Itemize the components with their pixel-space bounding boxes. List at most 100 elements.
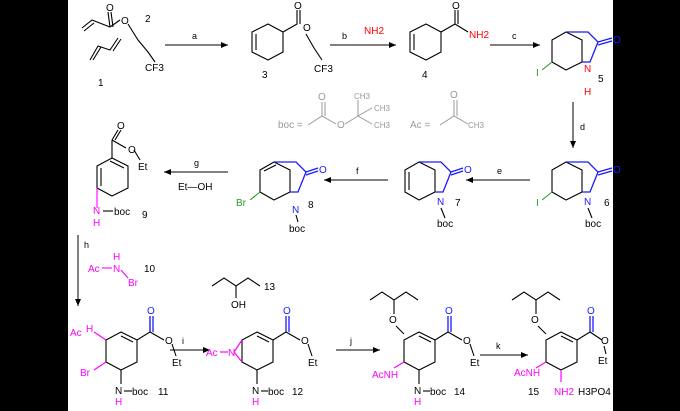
ester-oxygen-11b: O (165, 336, 173, 347)
nh-n-9: N (93, 206, 100, 217)
compound-13-label: 13 (264, 282, 276, 293)
nh-n-11: N (115, 386, 122, 397)
ethyl-15: Et (598, 356, 608, 367)
aziridine-ac-12: Ac (206, 348, 218, 359)
legend-ac-oxygen: O (450, 90, 458, 101)
iodine-6: I (536, 198, 539, 209)
step-j-label: j (349, 336, 352, 346)
reagent-nh2: NH2 (364, 26, 384, 37)
boc-9: boc (114, 207, 130, 218)
compound-15-structure: O O O Et AcNH NH2 15 H3PO4 (511, 291, 611, 398)
iodine-5: I (536, 68, 539, 79)
step-a-label: a (192, 31, 197, 41)
compound-2-label: 2 (145, 14, 151, 25)
step-c-label: c (512, 31, 517, 41)
legend-boc-oxygen2: O (337, 120, 345, 131)
step-k-label: k (496, 341, 501, 351)
ester-oxygen-11: O (147, 306, 155, 317)
compound-8-label: 8 (308, 200, 314, 211)
hydroxyl-13: OH (231, 300, 246, 311)
compound-3-label: 3 (262, 70, 268, 81)
ester-oxygen-3: O (303, 23, 311, 34)
step-e-label: e (497, 166, 502, 176)
step-b-label: b (342, 31, 347, 41)
acnh-11: Ac (70, 328, 82, 339)
reagent-10-h: H (113, 252, 120, 263)
compound-15-label: 15 (528, 387, 540, 398)
ester-oxygen-15: O (587, 306, 595, 317)
amide-nh2-4: NH2 (469, 30, 489, 41)
legend-ac-eq: Ac = (410, 120, 430, 131)
legend-ch3-a: CH3 (354, 92, 371, 101)
ethyl-9: Et (138, 162, 148, 173)
compound-10-label: 10 (144, 264, 156, 275)
reagent-10-n: N (113, 264, 120, 275)
ester-oxygen-2b: O (121, 16, 129, 27)
boc-11: boc (132, 387, 148, 398)
legend-ac-ch3: CH3 (468, 121, 485, 130)
legend-boc-eq: boc = (278, 120, 303, 131)
lactam-h-5: H (584, 87, 591, 98)
ester-oxygen-12b: O (301, 336, 309, 347)
bromine-11: Br (80, 368, 91, 379)
cf3-group-3: CF3 (314, 64, 333, 75)
compound-5-label: 5 (598, 74, 604, 85)
nh-n-12: N (252, 386, 259, 397)
lactam-n-6: N (584, 197, 591, 208)
reagent-10-br: Br (128, 278, 139, 289)
ester-oxygen-9b: O (128, 145, 136, 156)
cf3-group-2: CF3 (145, 63, 164, 74)
ester-oxygen-12: O (283, 306, 291, 317)
ester-oxygen-14: O (445, 306, 453, 317)
compound-3-structure: O O CF3 3 (251, 1, 333, 81)
compound-4-structure: O NH2 4 (409, 1, 489, 81)
boc-8: boc (289, 224, 305, 235)
boc-12: boc (268, 387, 284, 398)
compound-1-structure: 1 (89, 37, 122, 89)
compound-4-label: 4 (422, 70, 428, 81)
nh-h-14: H (414, 397, 421, 408)
lactam-oxygen-8: O (319, 165, 327, 176)
acnh-14: AcNH (372, 370, 398, 381)
ethyl-12: Et (308, 358, 318, 369)
amide-oxygen-4: O (452, 1, 460, 12)
compound-2-structure: O O CF3 2 (81, 3, 164, 74)
legend-boc-ac: boc = O O CH3 CH3 CH3 Ac = O CH3 (278, 90, 485, 131)
compound-13-structure: OH 13 (211, 277, 276, 311)
compound-9-structure: O O Et N H boc 9 (93, 121, 148, 229)
ethyl-14: Et (470, 358, 480, 369)
ether-oxygen-15: O (531, 315, 539, 326)
compound-1-label: 1 (98, 78, 104, 89)
phosphate-salt-15: H3PO4 (578, 387, 611, 398)
ester-oxygen-14b: O (463, 336, 471, 347)
nh-h-9: H (93, 218, 100, 229)
lactam-oxygen-6: O (613, 165, 621, 176)
nh-h-11: H (115, 397, 122, 408)
step-g-label: g (194, 158, 199, 168)
compound-12-structure: O O Et Ac N N H boc 12 (206, 306, 318, 408)
nh-h-12: H (252, 397, 259, 408)
lactam-n-5: N (584, 64, 591, 75)
lactam-oxygen-5: O (613, 35, 621, 46)
reagent-10-ac: Ac (88, 264, 100, 275)
compound-12-label: 12 (292, 387, 304, 398)
ester-oxygen-15b: O (601, 336, 609, 347)
step-i-label: i (182, 336, 184, 346)
ester-oxygen-2: O (106, 3, 114, 14)
compound-6-structure: O N boc I 6 (536, 161, 621, 230)
legend-ch3-c: CH3 (374, 121, 391, 130)
lactam-n-8: N (292, 205, 299, 216)
nh-n-14: N (414, 386, 421, 397)
ethyl-11: Et (172, 358, 182, 369)
lactam-oxygen-7: O (464, 165, 472, 176)
step-f-label: f (356, 166, 359, 176)
compound-14-label: 14 (454, 387, 466, 398)
boc-7: boc (437, 219, 453, 230)
amine-nh2-15: NH2 (554, 387, 574, 398)
aziridine-n-12: N (228, 348, 235, 359)
compound-8-structure: O N boc Br 8 (236, 161, 327, 235)
legend-boc-oxygen: O (318, 92, 326, 103)
scheme-panel (68, 0, 613, 411)
step-h-label: h (84, 240, 89, 250)
